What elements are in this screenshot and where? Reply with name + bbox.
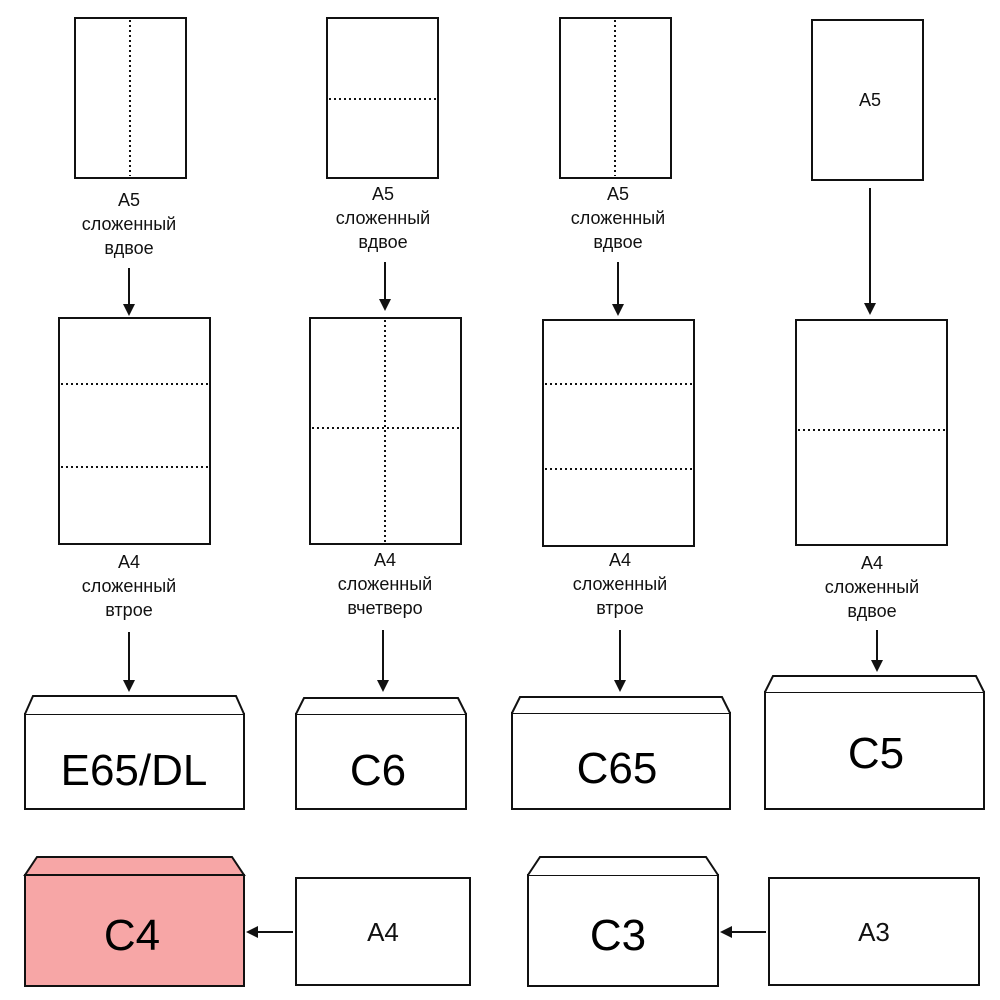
envelope-flap bbox=[527, 856, 719, 876]
caption-a4-4-line1: A4 bbox=[861, 553, 883, 573]
envelope-dl bbox=[24, 713, 245, 810]
envelope-flap bbox=[24, 695, 245, 715]
caption-a5-1-line2: сложенный bbox=[82, 214, 176, 234]
envelope-flap bbox=[295, 697, 467, 715]
caption-a4-1-line2: сложенный bbox=[82, 576, 176, 596]
envelope-c3 bbox=[527, 874, 719, 987]
envelope-c4 bbox=[24, 874, 245, 987]
caption-a4-4-line3: вдвое bbox=[847, 601, 896, 621]
paper-label-a4: A4 bbox=[367, 917, 399, 947]
a4-sheet-4 bbox=[795, 319, 948, 546]
envelope-label-c6: C6 bbox=[350, 746, 406, 795]
envelope-label-c3: C3 bbox=[590, 911, 646, 960]
caption-a5-2-line3: вдвое bbox=[358, 232, 407, 252]
caption-a4-3-line1: A4 bbox=[609, 550, 631, 570]
caption-a5-1-line3: вдвое bbox=[104, 238, 153, 258]
caption-a4-3-line2: сложенный bbox=[573, 574, 667, 594]
a5-sheet-4 bbox=[811, 19, 924, 181]
bottom-row-c4: C4 A4 bbox=[23, 856, 471, 987]
envelope-c65 bbox=[511, 712, 731, 810]
a4-sheet-flat bbox=[295, 877, 471, 986]
envelope-label-c4: C4 bbox=[104, 911, 160, 960]
caption-a4-2-line2: сложенный bbox=[338, 574, 432, 594]
envelope-label-c65: C65 bbox=[577, 744, 658, 793]
column-1: A5 сложенный вдвое A4 сложенный втрое E6… bbox=[24, 17, 245, 810]
caption-a4-4-line2: сложенный bbox=[825, 577, 919, 597]
column-2: A5 сложенный вдвое A4 сложенный вчетверо… bbox=[295, 17, 467, 810]
a5-sheet-4-label: A5 bbox=[859, 90, 881, 110]
envelope-flap bbox=[764, 675, 985, 693]
bottom-row-c3: C3 A3 bbox=[527, 856, 980, 987]
a3-sheet-flat bbox=[768, 877, 980, 986]
caption-a4-2-line3: вчетверо bbox=[347, 598, 422, 618]
column-4: A5 A4 сложенный вдвое C5 bbox=[764, 19, 985, 810]
column-3: A5 сложенный вдвое A4 сложенный втрое C6… bbox=[511, 17, 731, 810]
caption-a5-3-line1: A5 bbox=[607, 184, 629, 204]
caption-a5-3-line2: сложенный bbox=[571, 208, 665, 228]
caption-a4-1-line1: A4 bbox=[118, 552, 140, 572]
envelope-c6 bbox=[295, 713, 467, 810]
caption-a4-2-line1: A4 bbox=[374, 550, 396, 570]
envelope-flap bbox=[511, 696, 731, 714]
paper-label-a3: A3 bbox=[858, 917, 890, 947]
a5-sheet-2 bbox=[326, 17, 439, 179]
caption-a4-1-line3: втрое bbox=[105, 600, 152, 620]
caption-a5-3-line3: вдвое bbox=[593, 232, 642, 252]
caption-a5-2-line1: A5 bbox=[372, 184, 394, 204]
envelope-label-dl: E65/DL bbox=[61, 746, 208, 795]
a4-sheet-3 bbox=[542, 319, 695, 547]
envelope-flap bbox=[23, 856, 246, 876]
envelope-label-c5: C5 bbox=[848, 729, 904, 778]
caption-a5-1-line1: A5 bbox=[118, 190, 140, 210]
caption-a5-2-line2: сложенный bbox=[336, 208, 430, 228]
caption-a4-3-line3: втрое bbox=[596, 598, 643, 618]
a4-sheet-1 bbox=[58, 317, 211, 545]
envelope-c5 bbox=[764, 691, 985, 810]
